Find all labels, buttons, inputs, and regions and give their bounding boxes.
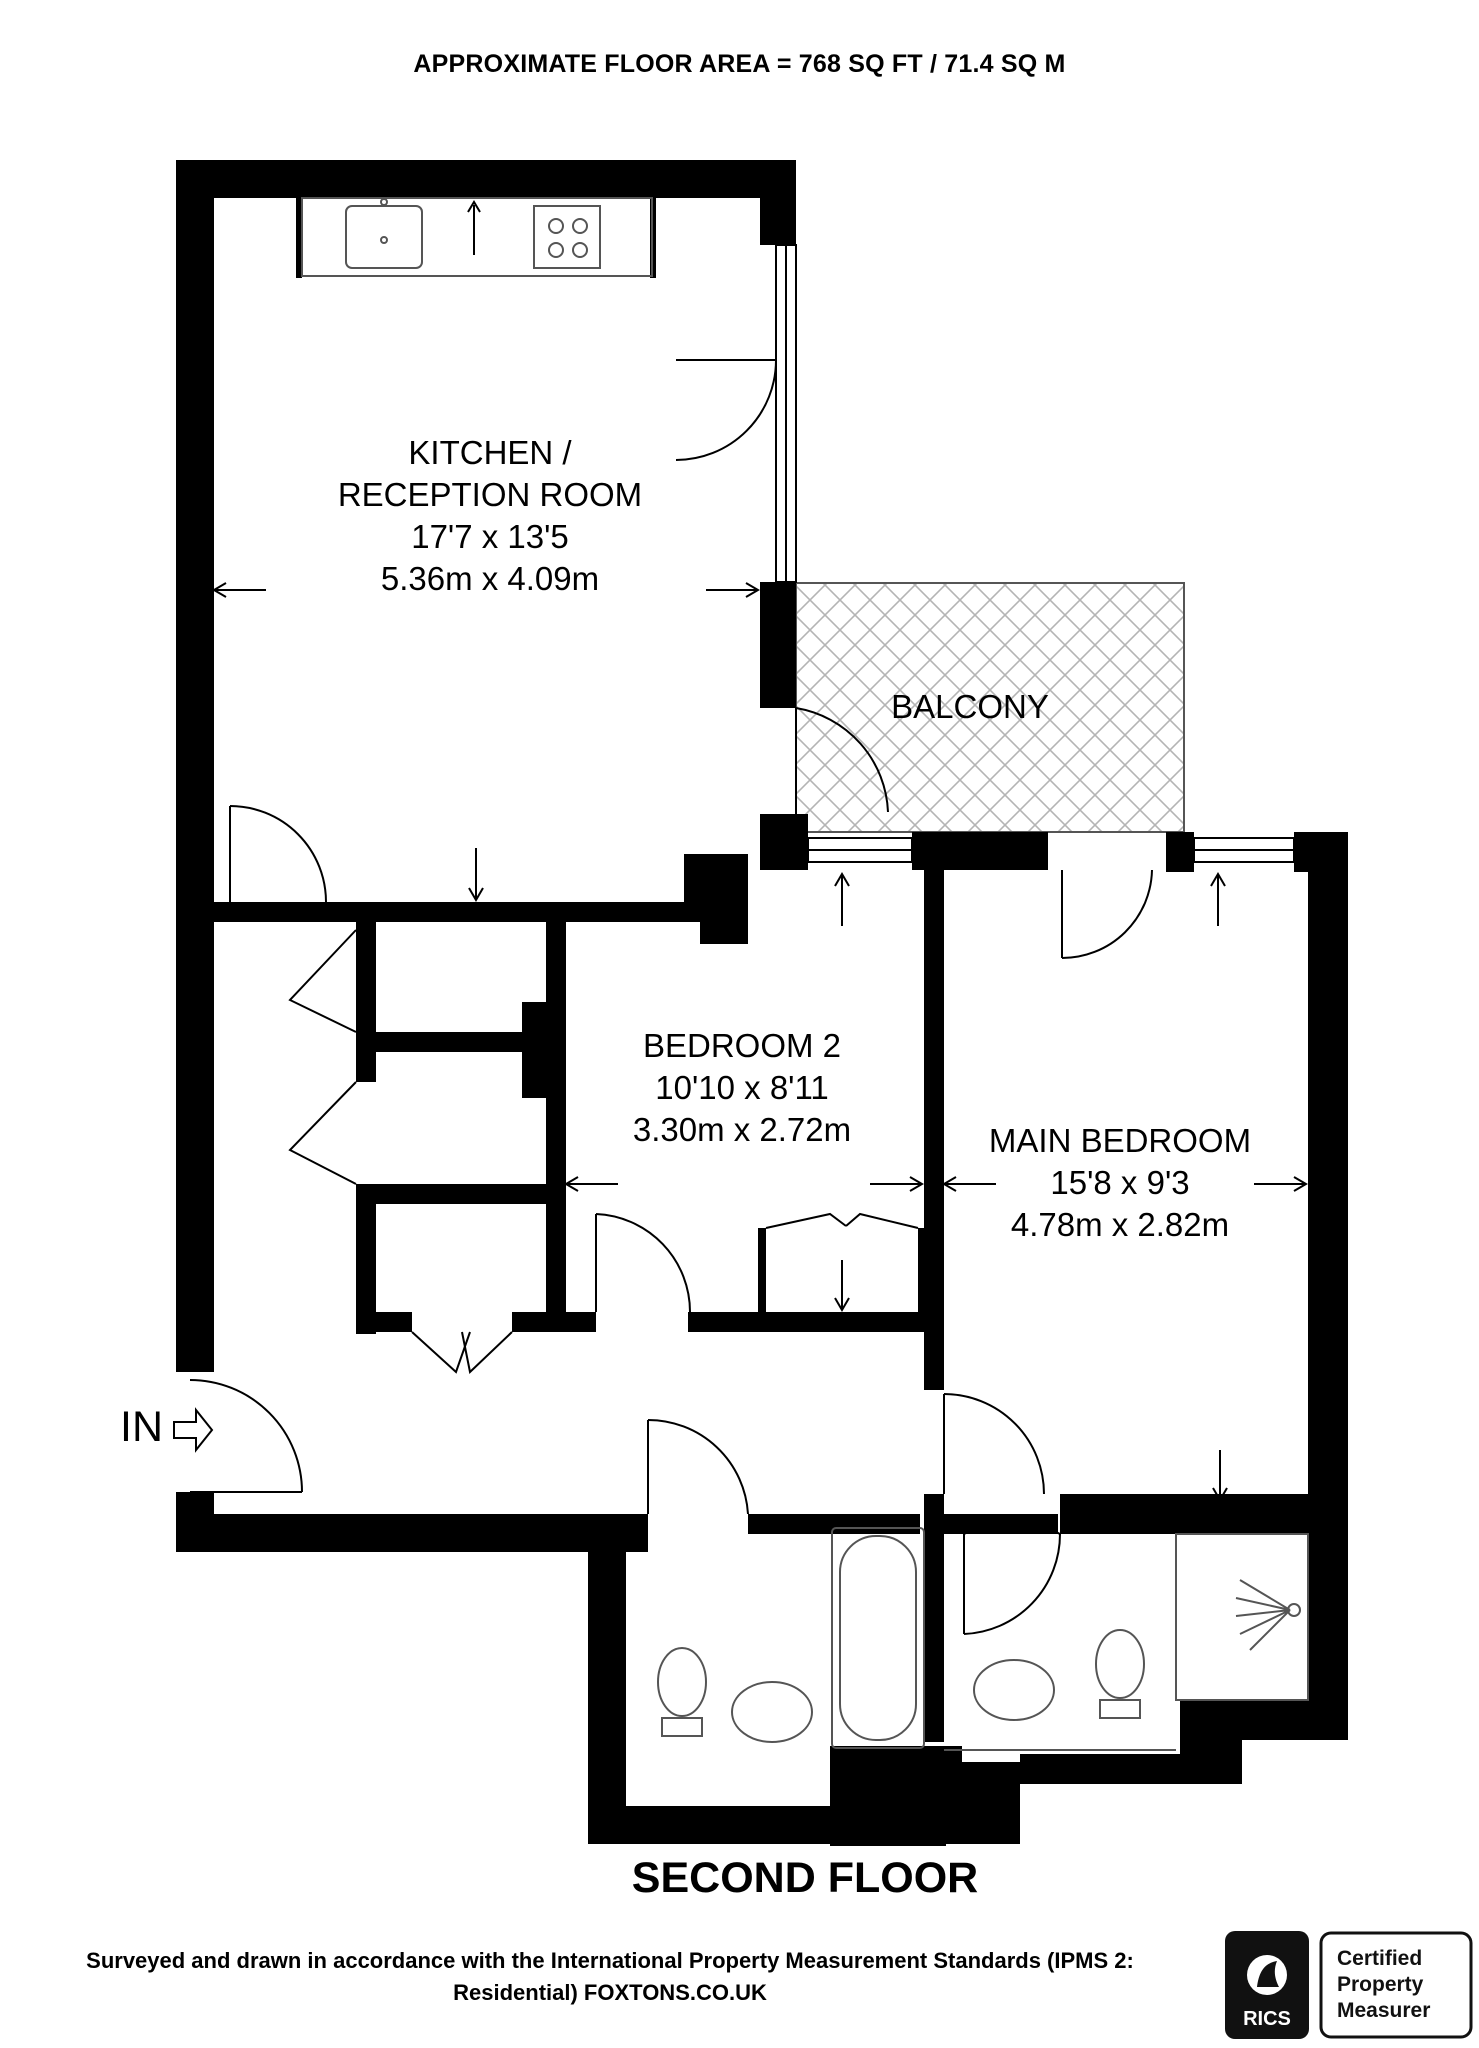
floor-area-heading: APPROXIMATE FLOOR AREA = 768 SQ FT / 71.… [413, 50, 1066, 78]
badge-line-2: Property [1337, 1973, 1424, 1996]
kitchen-metric: 5.36m x 4.09m [380, 560, 600, 597]
main-bedroom-metric: 4.78m x 2.82m [1010, 1206, 1230, 1243]
rics-badge: RICS Certified Property Measurer [1225, 1931, 1475, 2043]
rics-brand: RICS [1243, 2008, 1291, 2030]
footer-line-2: Residential) FOXTONS.CO.UK [453, 1980, 767, 2005]
dimension-arrows [212, 582, 1308, 1502]
footer-line-1: Surveyed and drawn in accordance with th… [86, 1948, 1134, 1973]
balcony-label: BALCONY [891, 688, 1049, 725]
entrance-arrow [173, 1407, 214, 1453]
basin [731, 1681, 813, 1743]
toilet-ensuite [1095, 1629, 1145, 1699]
rics-badge-graphic: RICS Certified Property Measurer [1225, 1931, 1473, 2039]
kitchen-name-2: RECEPTION ROOM [337, 476, 643, 513]
basin-ensuite [973, 1659, 1055, 1721]
bathroom-fittings [657, 1527, 1309, 1751]
bedroom2-metric: 3.30m x 2.72m [632, 1111, 852, 1148]
entrance-label: IN [120, 1403, 163, 1451]
doors [189, 359, 1153, 1635]
shower [1175, 1533, 1309, 1701]
bedroom2-label: BEDROOM 2 10'10 x 8'11 3.30m x 2.72m [582, 1025, 902, 1151]
hob [533, 205, 601, 269]
badge-line-1: Certified [1337, 1947, 1422, 1970]
windows [775, 244, 1295, 863]
toilet [657, 1647, 707, 1717]
walls [176, 160, 1348, 1846]
kitchen-fittings [301, 197, 653, 277]
main-bedroom-name: MAIN BEDROOM [988, 1122, 1252, 1159]
main-bedroom-label: MAIN BEDROOM 15'8 x 9'3 4.78m x 2.82m [960, 1120, 1280, 1246]
bath [831, 1527, 925, 1749]
bedroom2-imperial: 10'10 x 8'11 [655, 1069, 829, 1106]
badge-line-3: Measurer [1337, 1999, 1430, 2022]
bedroom2-name: BEDROOM 2 [642, 1027, 842, 1064]
footer-note: Surveyed and drawn in accordance with th… [0, 1945, 1220, 2009]
kitchen-reception-label: KITCHEN / RECEPTION ROOM 17'7 x 13'5 5.3… [290, 432, 690, 600]
floor-name: SECOND FLOOR [631, 1854, 979, 1902]
kitchen-imperial: 17'7 x 13'5 [411, 518, 569, 555]
main-bedroom-imperial: 15'8 x 9'3 [1050, 1164, 1190, 1201]
kitchen-name-1: KITCHEN / [408, 434, 572, 471]
